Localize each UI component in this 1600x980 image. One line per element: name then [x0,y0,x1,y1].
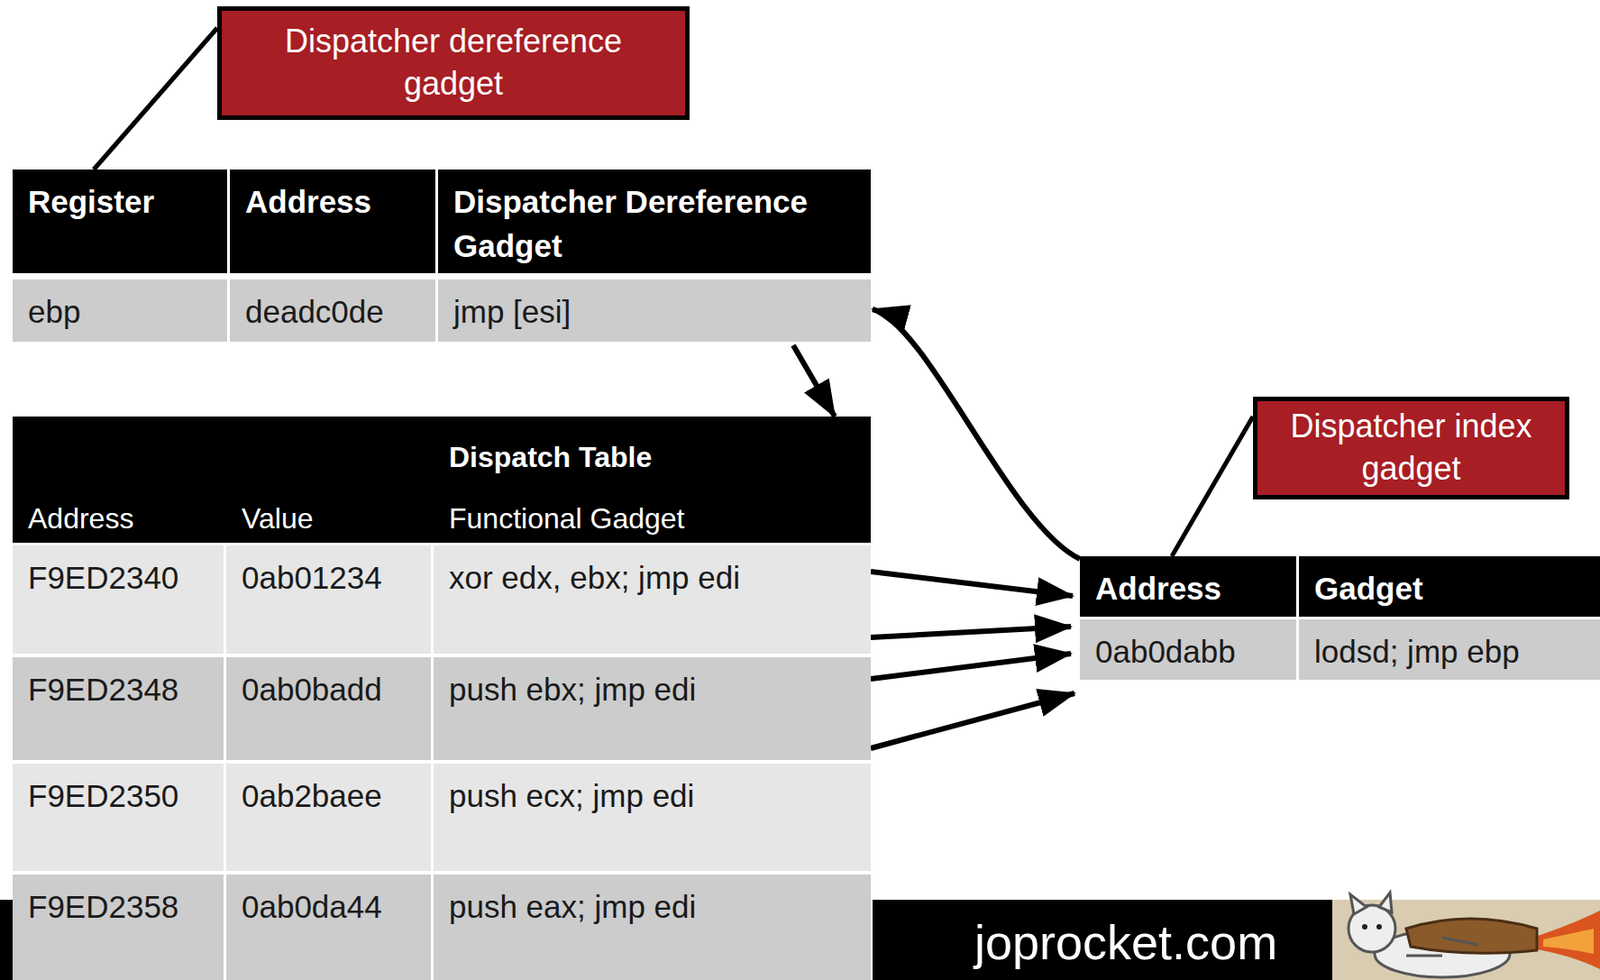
table-cell: lodsd; jmp ebp [1298,619,1600,680]
table-cell: F9ED2348 [12,657,224,760]
cat-stripes [1406,937,1479,956]
table-header-band [12,416,871,543]
leader-line [1171,416,1253,557]
table-cell: push eax; jmp edi [433,874,871,980]
table-cell: 0ab0dabb [1079,619,1297,680]
flow-arrow [870,653,1071,679]
dispatch-row: F9ED23500ab2baeepush ecx; jmp edi [12,763,871,871]
cat-eye [1376,923,1382,930]
table-cell: 0ab2baee [226,763,431,871]
table-cell: Address [229,169,436,274]
flow-arrow [872,309,1080,559]
flow-arrow [870,626,1071,638]
table-cell: ebp [12,279,228,342]
cat-eye [1362,923,1368,930]
callout-box: Dispatcher dereference gadget [217,6,690,120]
footer-edge [0,899,13,980]
illustration-ground [1332,899,1600,980]
dispatch-row: F9ED23400ab01234xor edx, ebx; jmp edi [12,545,871,654]
table-cell: push ecx; jmp edi [433,763,871,871]
callout-text: Dispatcher dereference gadget [221,10,686,116]
rocket-flame [1532,910,1600,970]
footer-bar [872,899,1600,980]
table-cell: Address [12,488,224,539]
table-cell: Dispatcher Dereference Gadget [438,169,871,274]
table-cell: Functional Gadget [433,488,871,539]
flow-arrow [870,571,1073,596]
table-cell: Gadget [1298,556,1600,617]
rocket-flame-core [1543,928,1594,954]
flow-arrow [793,345,835,417]
callout-box: Dispatcher index gadget [1252,396,1570,500]
cat-ear [1379,892,1392,913]
table-cell: xor edx, ebx; jmp edi [433,545,871,654]
table-cell: Value [226,488,431,539]
table-cell: F9ED2350 [12,763,224,871]
table-cell: 0ab01234 [226,545,431,654]
leader-line [93,27,218,170]
table-cell: jmp [esi] [438,279,871,342]
table-cell: Address [1079,556,1297,617]
footer-band: joprocket.com [872,899,1600,980]
table-cell: push ebx; jmp edi [433,657,871,760]
rocket-cat-illustration [1332,892,1600,980]
gadget-table: AddressGadget0ab0dabblodsd; jmp ebp [1079,556,1600,680]
register-table: RegisterAddressDispatcher Dereference Ga… [12,169,871,342]
table-cell: F9ED2358 [12,874,224,980]
dispatch-table: Dispatch TableAddressValueFunctional Gad… [12,416,871,980]
callout-text: Dispatcher index gadget [1257,401,1565,495]
table-cell: 0ab0badd [226,657,431,760]
table-cell: Dispatch Table [433,427,871,477]
dispatch-row: F9ED23480ab0baddpush ebx; jmp edi [12,657,871,760]
rocket-sack [1406,918,1537,953]
table-cell: F9ED2340 [12,545,224,654]
cat-ear [1350,894,1367,915]
flow-arrow [870,693,1075,749]
table-cell: deadc0de [229,279,436,342]
table-cell: 0ab0da44 [226,874,431,980]
site-name: joprocket.com [974,917,1335,972]
table-cell: Register [12,169,228,274]
dispatch-row: F9ED23580ab0da44push eax; jmp edi [12,874,871,980]
